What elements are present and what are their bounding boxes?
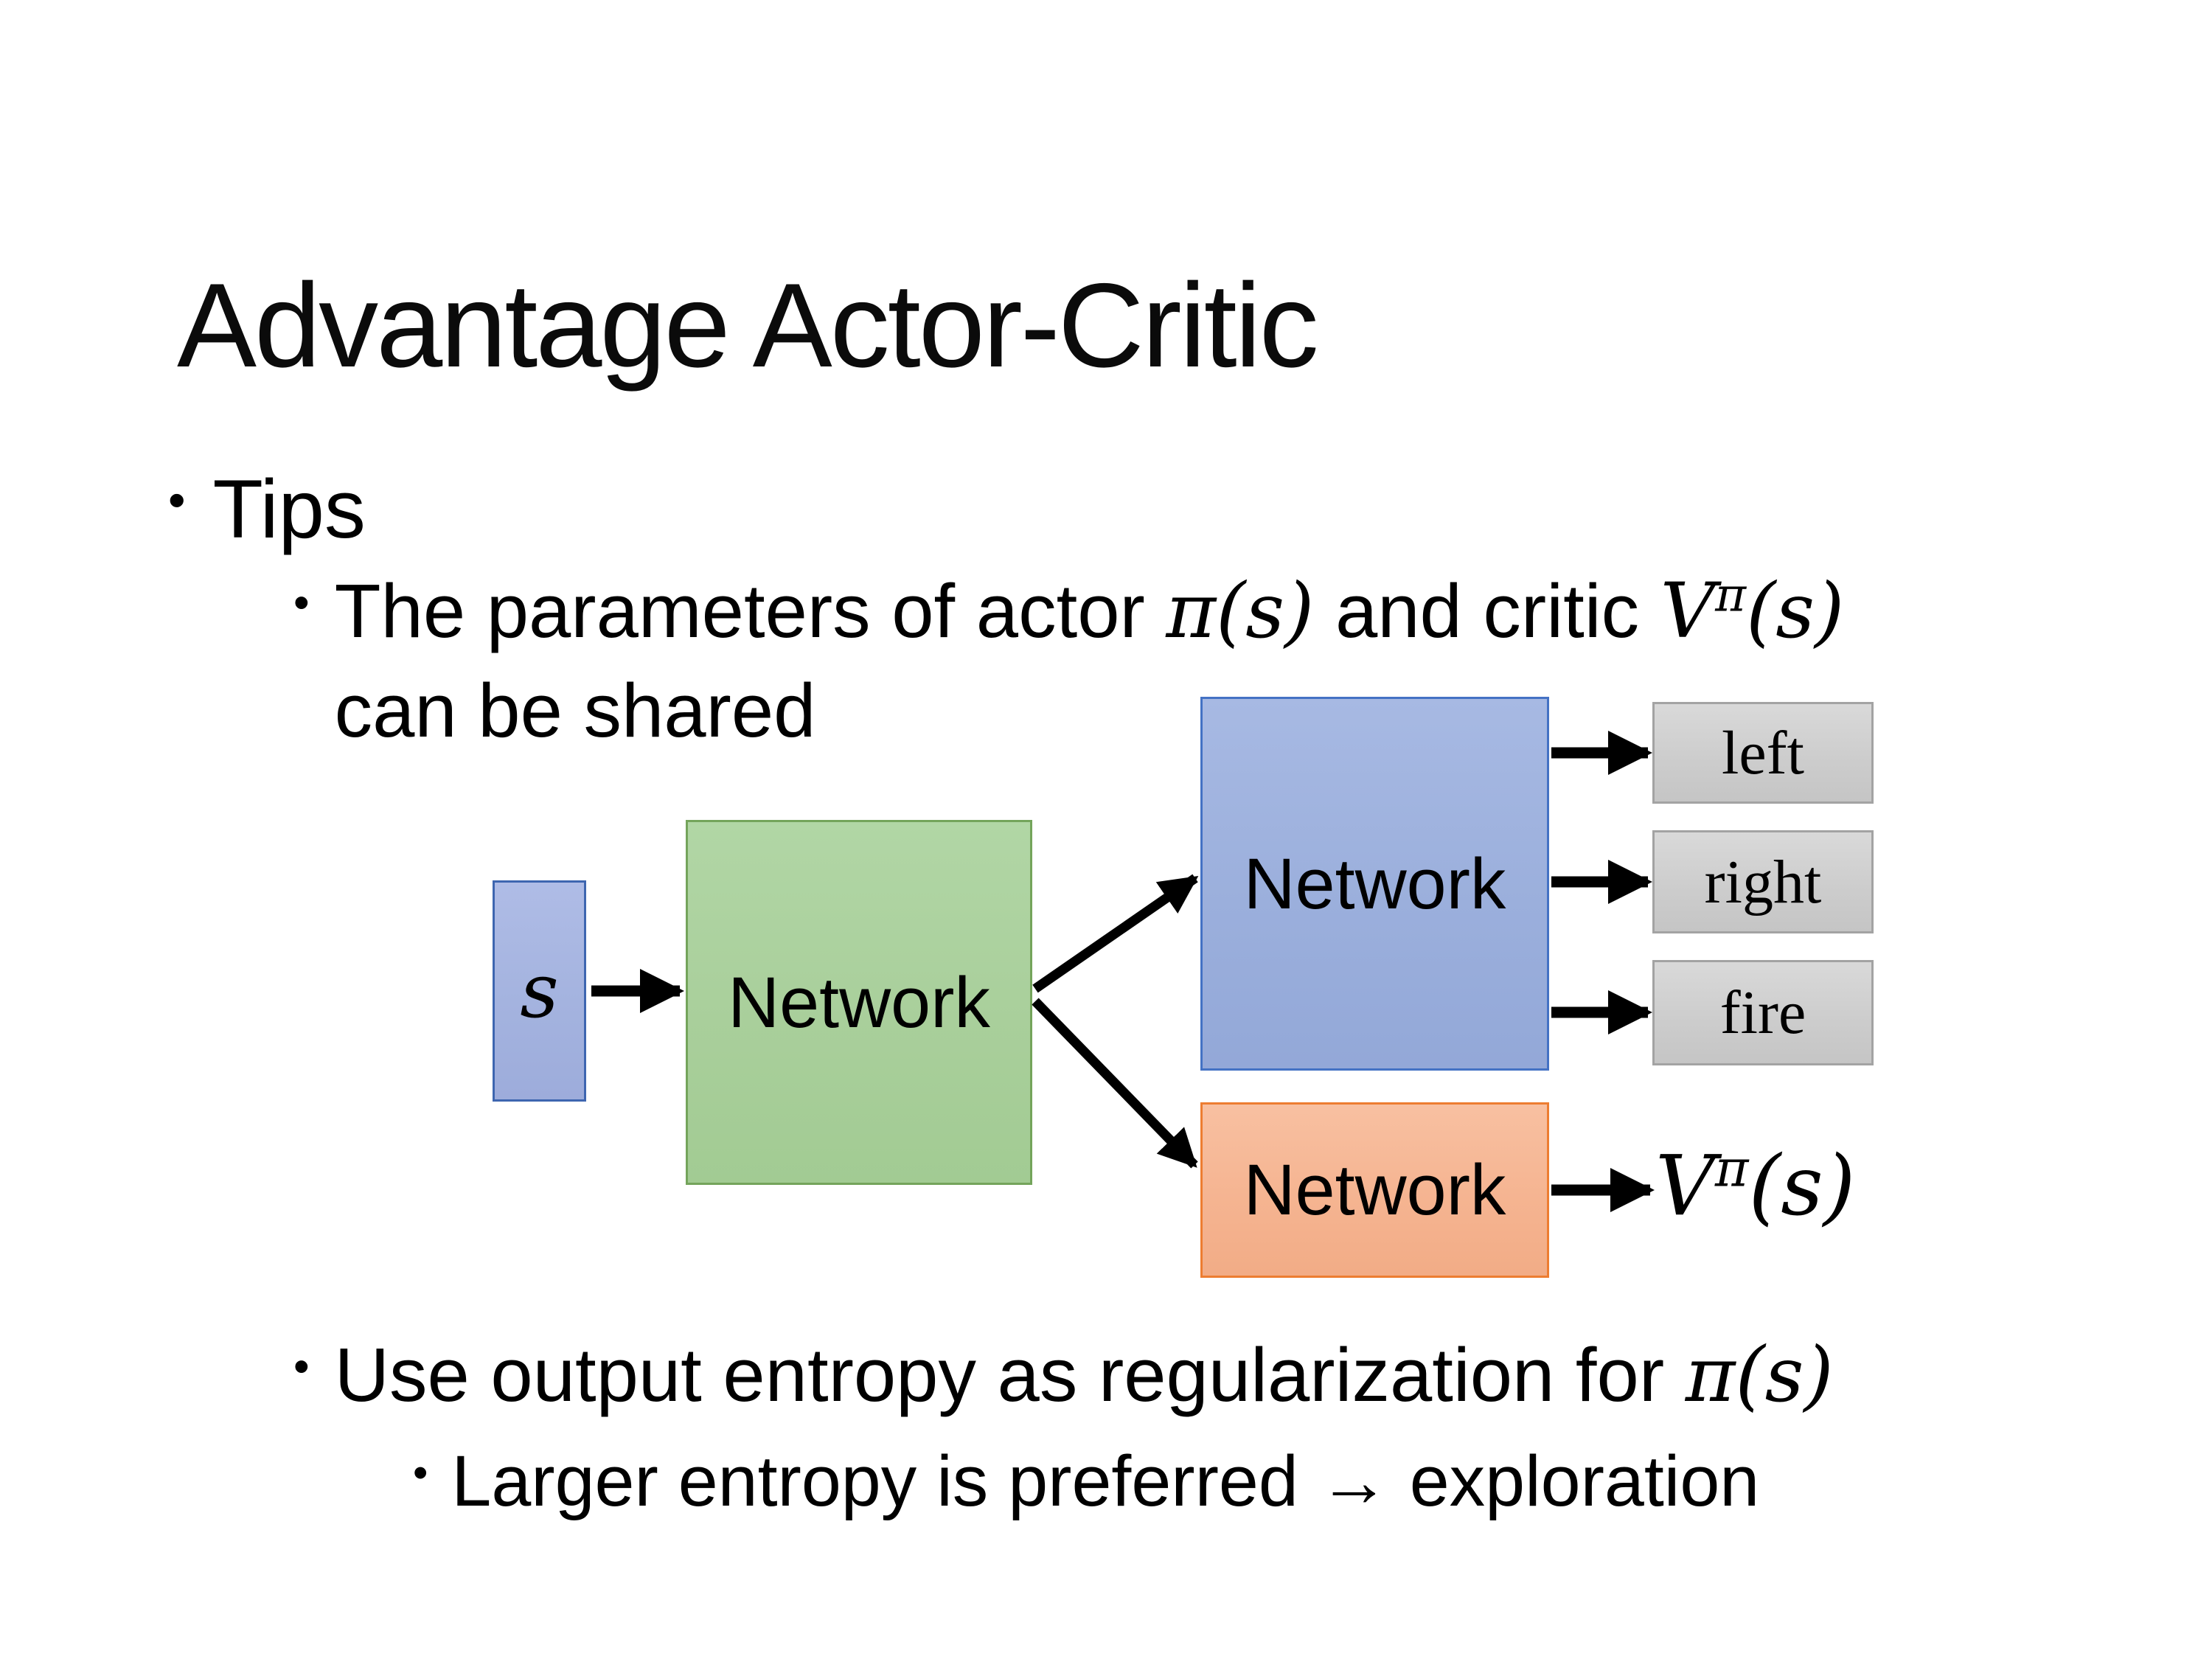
shared-text-2: and critic bbox=[1314, 568, 1660, 653]
shared-network-label: Network bbox=[728, 961, 990, 1043]
action-box-right: right bbox=[1652, 830, 1874, 933]
shared-text-1: The parameters of actor bbox=[334, 568, 1166, 653]
shared-text-line2: can be shared bbox=[334, 667, 816, 753]
critic-output-tail: (s) bbox=[1748, 1138, 1856, 1234]
bullet-shared-parameters: • The parameters of actor π(s) and criti… bbox=[293, 562, 1844, 760]
actor-network-box: Network bbox=[1200, 697, 1549, 1071]
action-left-label: left bbox=[1722, 718, 1804, 787]
bullet-exploration-label: Larger entropy is preferred → exploratio… bbox=[451, 1441, 1760, 1521]
bullet-entropy-regularization: • Use output entropy as regularization f… bbox=[293, 1326, 1834, 1425]
bullet-tips: • Tips bbox=[168, 456, 366, 563]
state-input-label: s bbox=[520, 947, 559, 1035]
actor-math: π(s) bbox=[1685, 1331, 1834, 1419]
critic-output-value: Vπ(s) bbox=[1655, 1138, 1855, 1234]
bullet-icon: • bbox=[413, 1449, 428, 1498]
bullet-exploration: • Larger entropy is preferred → explorat… bbox=[413, 1435, 1759, 1528]
slide-title: Advantage Actor-Critic bbox=[177, 258, 1319, 392]
bullet-icon: • bbox=[293, 1340, 310, 1392]
critic-network-label: Network bbox=[1243, 1150, 1506, 1230]
bullet-icon: • bbox=[293, 577, 310, 628]
actor-network-label: Network bbox=[1243, 843, 1506, 924]
bullet-entropy-text: Use output entropy as regularization for… bbox=[335, 1326, 1834, 1425]
action-box-left: left bbox=[1652, 702, 1874, 804]
action-right-label: right bbox=[1704, 847, 1822, 917]
shared-network-box: Network bbox=[686, 820, 1032, 1185]
action-fire-label: fire bbox=[1719, 978, 1806, 1047]
critic-math-sup: π bbox=[1715, 568, 1747, 623]
arrow-shared-to-critic bbox=[1032, 998, 1198, 1169]
critic-output-base: V bbox=[1655, 1138, 1715, 1234]
critic-math-tail: (s) bbox=[1746, 567, 1845, 655]
critic-output-sup: π bbox=[1714, 1139, 1749, 1199]
bullet-shared-text: The parameters of actor π(s) and critic … bbox=[335, 562, 1845, 760]
actor-math: π(s) bbox=[1166, 567, 1315, 655]
state-input-box: s bbox=[493, 880, 586, 1102]
bullet-icon: • bbox=[168, 472, 186, 528]
arrow-shared-to-actor bbox=[1032, 874, 1199, 993]
entropy-text-1: Use output entropy as regularization for bbox=[334, 1332, 1686, 1417]
bullet-tips-label: Tips bbox=[212, 463, 366, 555]
critic-math-base: V bbox=[1660, 567, 1716, 655]
action-box-fire: fire bbox=[1652, 960, 1874, 1065]
critic-network-box: Network bbox=[1200, 1102, 1549, 1278]
